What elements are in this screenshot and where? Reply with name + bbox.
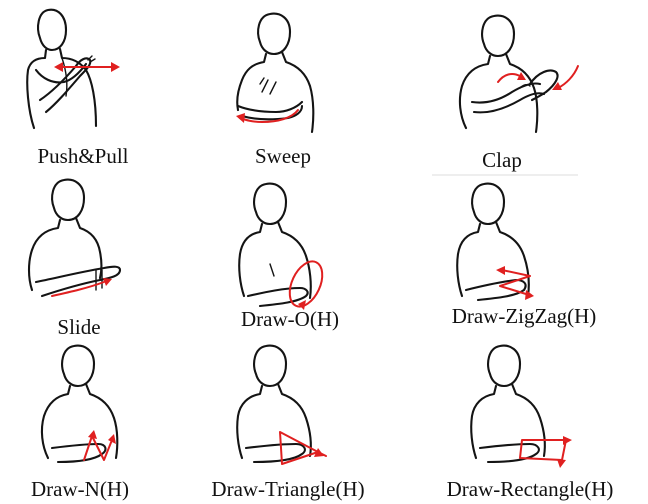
person-figure <box>237 346 311 462</box>
gesture-label-push-pull: Push&Pull <box>37 144 128 168</box>
gesture-clap <box>460 16 578 132</box>
gesture-label-draw-n: Draw-N(H) <box>31 477 129 501</box>
gesture-sweep <box>236 14 313 132</box>
gesture-draw-triangle <box>237 346 326 464</box>
gesture-label-draw-triangle: Draw-Triangle(H) <box>211 477 364 501</box>
gesture-push-pull <box>27 10 120 128</box>
person-figure <box>239 184 311 306</box>
gesture-draw-n <box>42 346 117 462</box>
person-figure <box>457 184 529 300</box>
gesture-label-clap: Clap <box>482 148 522 172</box>
gesture-draw-zigzag <box>457 184 534 300</box>
person-figure <box>471 346 545 462</box>
motion-arrow <box>283 256 329 311</box>
gesture-label-sweep: Sweep <box>255 144 311 168</box>
gesture-label-draw-o: Draw-O(H) <box>241 307 339 331</box>
gesture-label-slide: Slide <box>57 315 100 339</box>
gesture-label-draw-zigzag: Draw-ZigZag(H) <box>452 304 597 328</box>
gesture-label-draw-rectangle: Draw-Rectangle(H) <box>447 477 614 501</box>
gesture-draw-rectangle <box>471 346 572 468</box>
motion-arrow <box>520 436 572 468</box>
motion-arrow <box>52 278 112 296</box>
person-figure <box>42 346 117 462</box>
gesture-slide <box>29 180 120 296</box>
gesture-draw-o <box>239 184 329 312</box>
person-figure <box>237 14 313 132</box>
motion-arrow <box>498 66 578 90</box>
